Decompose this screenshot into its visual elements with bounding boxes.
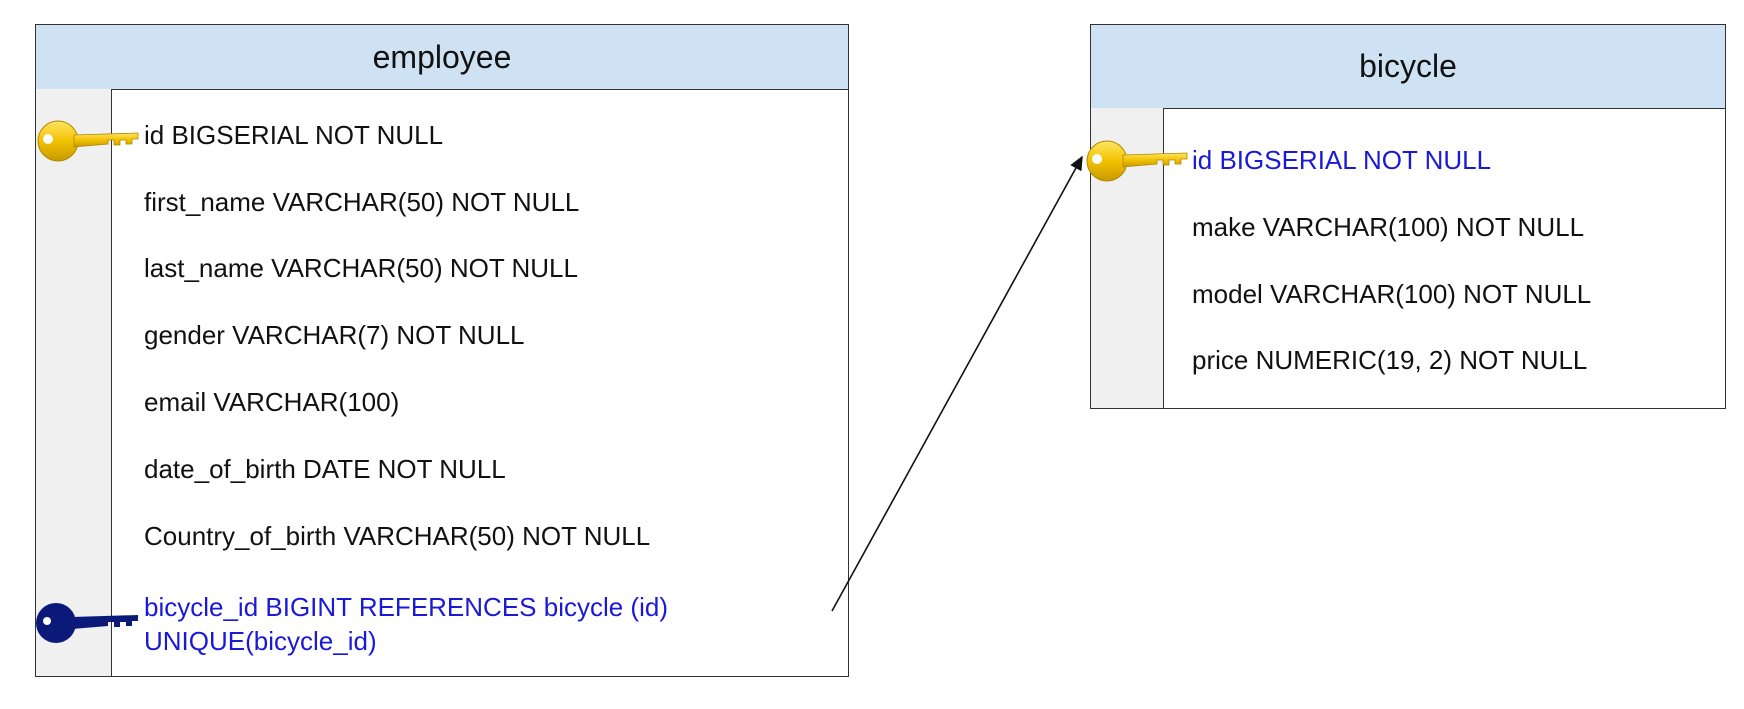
- employee-table: employee id BIGSERIAL NOT NULL first_nam…: [35, 24, 849, 677]
- employee-column-first-name: first_name VARCHAR(50) NOT NULL: [144, 187, 580, 217]
- employee-column-date-of-birth: date_of_birth DATE NOT NULL: [144, 454, 506, 484]
- employee-column-email: email VARCHAR(100): [144, 387, 400, 417]
- bicycle-column-price: price NUMERIC(19, 2) NOT NULL: [1192, 345, 1588, 375]
- foreign-key-icon: [36, 603, 138, 643]
- bicycle-column-id: id BIGSERIAL NOT NULL: [1192, 145, 1492, 175]
- employee-column-country-of-birth: Country_of_birth VARCHAR(50) NOT NULL: [144, 521, 651, 551]
- bicycle-table-title: bicycle: [1091, 25, 1725, 109]
- bicycle-table: bicycle id BIGSERIAL NOT NULL make VARCH…: [1086, 24, 1726, 409]
- employee-column-id: id BIGSERIAL NOT NULL: [144, 120, 444, 150]
- bicycle-column-model: model VARCHAR(100) NOT NULL: [1192, 279, 1592, 309]
- employee-column-bicycle-id: bicycle_id BIGINT REFERENCES bicycle (id…: [144, 592, 668, 622]
- employee-column-gender: gender VARCHAR(7) NOT NULL: [144, 320, 525, 350]
- employee-column-last-name: last_name VARCHAR(50) NOT NULL: [144, 253, 578, 283]
- employee-key-column: [36, 89, 112, 676]
- bicycle-column-make: make VARCHAR(100) NOT NULL: [1192, 212, 1585, 242]
- employee-unique-constraint: UNIQUE(bicycle_id): [144, 626, 377, 656]
- employee-table-title: employee: [36, 25, 848, 90]
- primary-key-icon: [37, 120, 139, 162]
- primary-key-icon: [1086, 140, 1188, 182]
